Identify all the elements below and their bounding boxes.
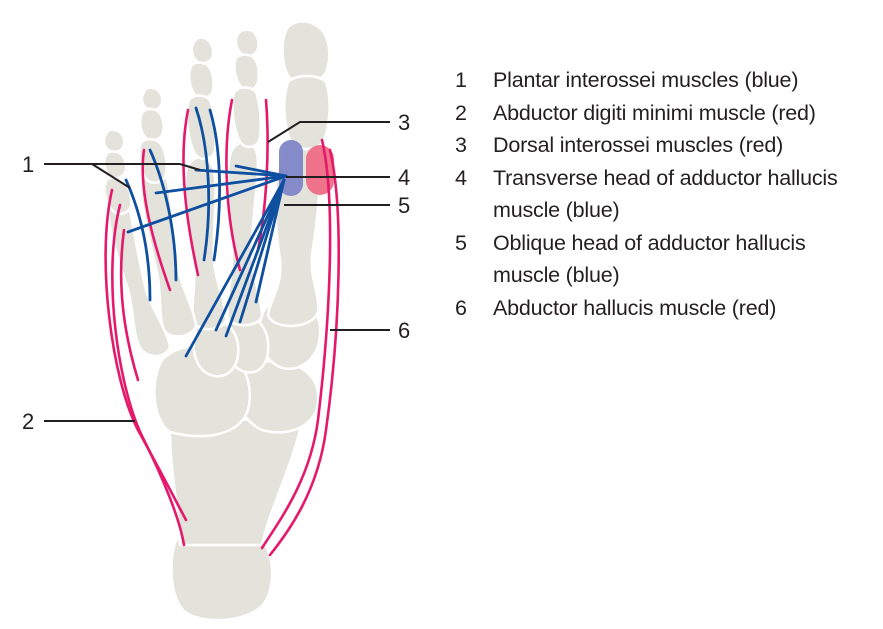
legend-number: 3 — [455, 133, 467, 157]
legend-item: 6 Abductor hallucis muscle (red) — [455, 292, 875, 325]
legend-item: 1 Plantar interossei muscles (blue) — [455, 64, 875, 97]
legend-item: 5 Oblique head of adductor hallucis muscl… — [455, 227, 875, 292]
callout-4: 4 — [398, 165, 410, 190]
abductor-hallucis-line-a — [260, 138, 332, 550]
legend-number: 1 — [455, 68, 467, 92]
oblique-head-line-3 — [224, 178, 286, 338]
oblique-head-line-5 — [254, 178, 286, 304]
legend-number: 5 — [455, 230, 467, 255]
callout-3: 3 — [398, 110, 410, 135]
toe3-middle-phalanx — [187, 61, 215, 100]
plantar-interosseous-3 — [124, 178, 152, 302]
transverse-head-line-1 — [194, 168, 288, 178]
oblique-head-line-2 — [214, 178, 286, 332]
callout-1: 1 — [22, 152, 34, 177]
legend-text: Transverse head of adductor hallucis mus… — [493, 165, 838, 223]
transverse-head-line-2 — [154, 174, 288, 195]
legend-text: Abductor digiti minimi muscle (red) — [493, 100, 816, 125]
legend-item: 3 Dorsal interossei muscles (red) — [455, 129, 875, 162]
leader-1-branch-a — [91, 163, 131, 189]
callout-5: 5 — [398, 193, 410, 218]
toe2-proximal-phalanx — [231, 86, 263, 149]
hallux-proximal-phalanx — [283, 74, 331, 151]
legend-text: Plantar interossei muscles (blue) — [493, 68, 799, 92]
legend-text: Dorsal interossei muscles (red) — [493, 133, 784, 157]
callout-6: 6 — [398, 318, 410, 343]
toe4-middle-phalanx — [138, 107, 165, 142]
foot-skeleton — [102, 20, 331, 622]
abductor-hallucis-line-b — [268, 148, 340, 557]
oblique-head-line-1 — [184, 178, 286, 358]
oblique-head-line-4 — [238, 178, 286, 324]
legend-number: 2 — [455, 100, 467, 125]
transverse-head-line-3 — [126, 174, 288, 234]
transverse-head-patch — [279, 140, 303, 196]
hallux-distal-phalanx — [281, 20, 331, 85]
toe5-distal-phalanx — [102, 128, 126, 154]
legend-text: Abductor hallucis muscle (red) — [493, 295, 777, 320]
legend-item: 4 Transverse head of adductor hallucis mu… — [455, 162, 875, 227]
legend-number: 4 — [455, 165, 467, 190]
legend-item: 2 Abductor digiti minimi muscle (red) — [455, 97, 875, 130]
abductor-digiti-minimi-line-a — [104, 188, 188, 522]
talus-bone — [168, 418, 302, 547]
toe3-distal-phalanx — [190, 36, 215, 65]
abductor-digiti-minimi-line-b — [111, 203, 186, 547]
legend-number: 6 — [455, 295, 467, 320]
toe4-distal-phalanx — [140, 86, 164, 112]
legend-text: Oblique head of adductor hallucis muscle… — [493, 230, 806, 288]
transverse-head-line-4 — [234, 164, 288, 178]
callout-2: 2 — [22, 409, 34, 434]
abductor-digiti-minimi-line-c — [119, 228, 140, 382]
toe2-distal-phalanx — [234, 28, 260, 58]
plantar-interosseous-1 — [194, 106, 211, 262]
callout-numbers: 1 2 3 4 5 6 — [22, 110, 410, 434]
leader-3 — [267, 121, 390, 143]
blue-muscle-lines — [124, 106, 288, 358]
plantar-interosseous-4 — [208, 108, 221, 262]
leader-1-branch-b — [179, 163, 201, 171]
toe2-middle-phalanx — [233, 53, 260, 92]
callout-leader-lines — [44, 121, 390, 422]
